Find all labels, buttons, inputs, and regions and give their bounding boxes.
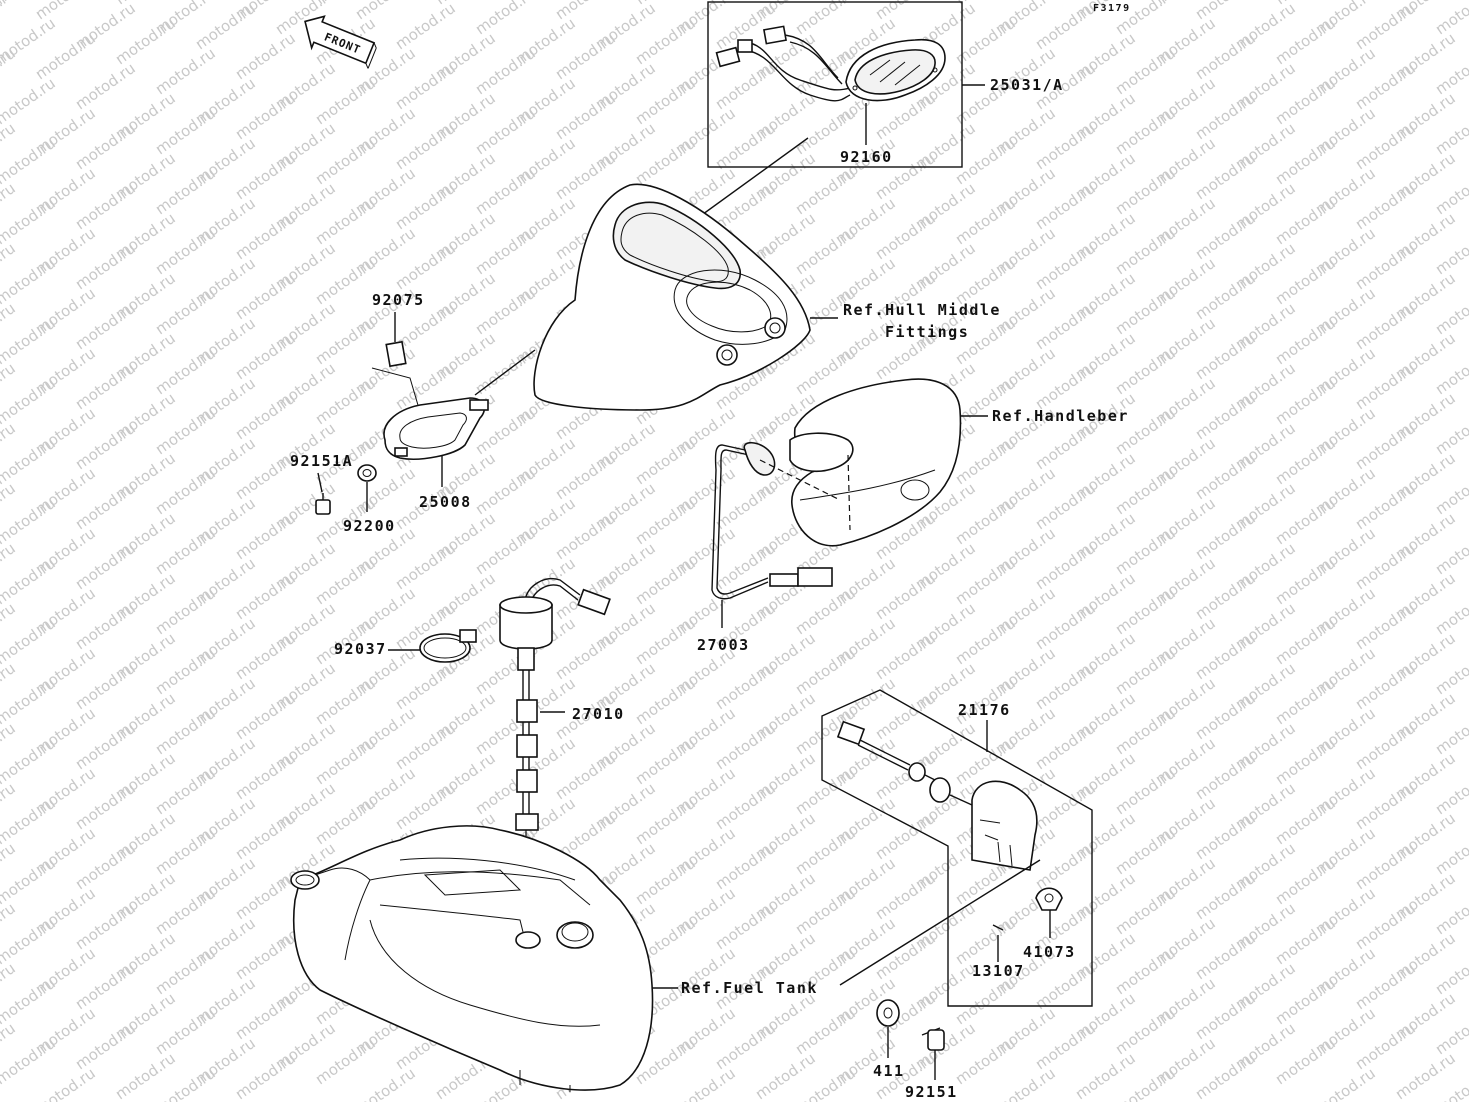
figure-code: F3179 (1093, 3, 1131, 14)
clip-41073 (1035, 887, 1063, 911)
hull-middle-cowl (533, 183, 811, 411)
handlebar-pad (789, 378, 962, 547)
clamp-92037 (419, 629, 477, 663)
watermark-text: motod.ru (672, 1064, 739, 1102)
part-92200: 92200 (343, 517, 396, 535)
front-arrow-icon: FRONT (304, 15, 377, 69)
part-92151A: 92151A (290, 452, 353, 470)
watermark-text: motod.ru (392, 0, 459, 53)
part-92160: 92160 (840, 148, 893, 166)
watermark-text: motod.ru (352, 1064, 419, 1102)
switch-27003 (711, 441, 841, 600)
ref-hull-middle: Ref.Hull Middle (843, 301, 1001, 319)
washer-411 (876, 999, 900, 1027)
part-92037: 92037 (334, 640, 387, 658)
part-27003: 27003 (697, 636, 750, 654)
watermark-text: motod.ru (72, 59, 139, 113)
part-92151: 92151 (905, 1083, 958, 1101)
watermark-text: motod.ru (0, 1034, 59, 1088)
part-21176: 21176 (958, 701, 1011, 719)
sensor-box-frame (821, 689, 1093, 1007)
bolt-92151A (315, 493, 331, 515)
part-25031: 25031/A (990, 76, 1064, 94)
speed-sensor-21176 (836, 720, 1038, 871)
ref-hull-fittings: Fittings (885, 323, 969, 341)
ref-fuel-tank: Ref.Fuel Tank (681, 979, 818, 997)
part-92075: 92075 (372, 291, 425, 309)
bolt-92151 (921, 1027, 945, 1051)
watermark-text: motod.ru (0, 0, 19, 38)
watermark-text: motod.ru (232, 29, 299, 83)
part-13107: 13107 (972, 962, 1025, 980)
part-27010: 27010 (572, 705, 625, 723)
watermark-text: motod.ru (152, 44, 219, 98)
part-25008: 25008 (419, 493, 472, 511)
watermark-text: motod.ru (32, 1064, 99, 1102)
ref-handlebar: Ref.Handleber (992, 407, 1129, 425)
watermark-text: motod.ru (992, 1064, 1059, 1102)
bracket-25008 (383, 397, 489, 460)
pin-13107 (992, 924, 1004, 931)
part-41073: 41073 (1023, 943, 1076, 961)
meter-assembly (707, 1, 963, 168)
part-411: 411 (873, 1062, 905, 1080)
fuel-sender-27010 (499, 578, 611, 925)
fuel-tank (290, 825, 654, 1092)
watermark-text: motod.ru (1312, 1064, 1379, 1102)
